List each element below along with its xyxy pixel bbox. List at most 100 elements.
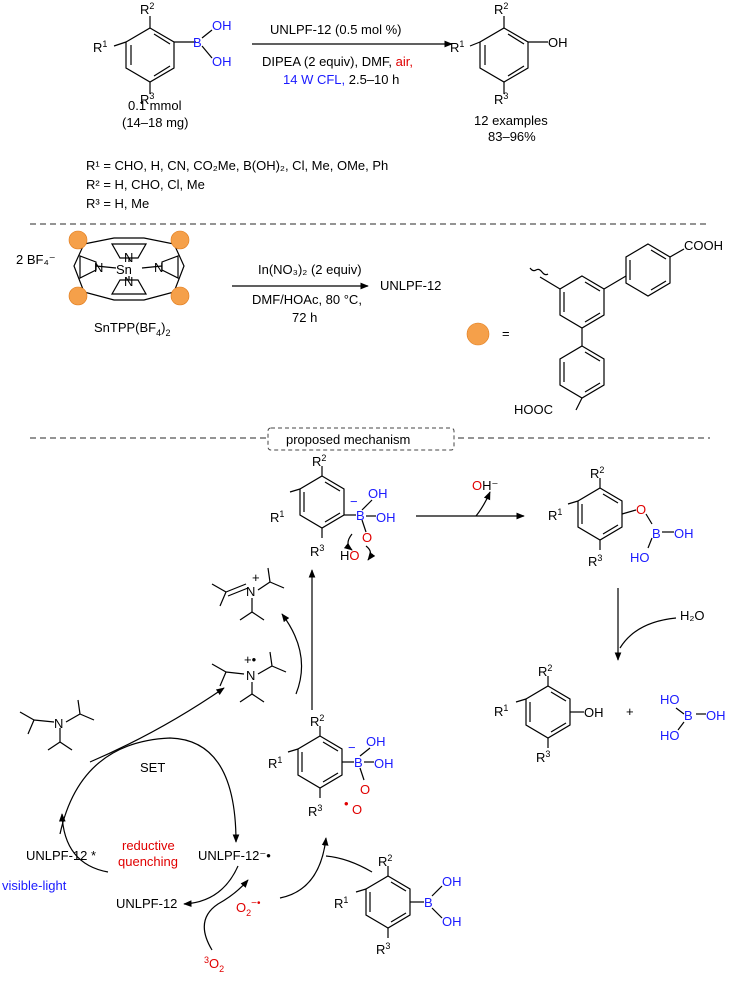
reoxidation-arc xyxy=(183,865,239,907)
svg-text:R3: R3 xyxy=(494,91,508,107)
svg-text:B: B xyxy=(193,35,202,50)
svg-text:B: B xyxy=(356,508,365,523)
excitation-arc xyxy=(58,813,109,873)
svg-text:R1: R1 xyxy=(334,895,348,911)
svg-text:OH: OH xyxy=(374,756,394,771)
boronate-peroxyl-radical: R2 R1 R3 B − OH OH O • O xyxy=(268,713,394,819)
mechanism-title-box xyxy=(267,427,455,451)
svg-text:HO: HO xyxy=(660,728,680,743)
plus-sign: + xyxy=(626,704,634,719)
equals-sign: = xyxy=(502,326,510,341)
svg-text:OH: OH xyxy=(212,18,232,33)
svg-text:+•: +• xyxy=(244,652,257,667)
substrate-amount: 0.1 mmol xyxy=(128,98,182,113)
top-conditions-light: 14 W CFL, 2.5–10 h xyxy=(283,72,399,87)
svg-text:OH: OH xyxy=(548,35,568,50)
substrate-boronic-acid: R2 R1 R3 B OH OH xyxy=(93,1,232,107)
yield-range: 83–96% xyxy=(488,129,536,144)
svg-text:COOH: COOH xyxy=(684,238,723,253)
svg-text:+: + xyxy=(252,570,260,585)
product-phenol: R2 R1 R3 OH xyxy=(450,1,568,107)
set-label: SET xyxy=(140,760,165,775)
svg-text:OH: OH xyxy=(366,734,386,749)
svg-text:R1: R1 xyxy=(450,39,464,55)
svg-text:R2: R2 xyxy=(140,1,154,17)
synthesis-product: UNLPF-12 xyxy=(380,278,441,293)
dipea-amine: N xyxy=(19,699,95,751)
oxidation-curved-arrow xyxy=(281,613,303,695)
oxygen-reduction-arrow xyxy=(203,879,249,951)
iminium-ion: N + xyxy=(211,567,285,621)
set-arrow xyxy=(89,687,225,763)
svg-text:R1: R1 xyxy=(270,509,284,525)
svg-text:R3: R3 xyxy=(308,803,322,819)
mechanism-arylboronic-acid: R2 R1 R3 B OH OH xyxy=(334,853,462,957)
svg-text:B: B xyxy=(684,708,693,723)
terphenyl-linker: COOH HOOC xyxy=(514,238,723,417)
aryl-borate-ester: R2 R1 R3 O B OH HO xyxy=(548,465,694,569)
hydroxide-label: OH⁻ xyxy=(472,478,498,493)
top-reagent: UNLPF-12 (0.5 mol %) xyxy=(270,22,401,37)
amine-radical-cation: N +• xyxy=(211,651,287,703)
svg-text:OH: OH xyxy=(376,510,396,525)
svg-text:N: N xyxy=(54,716,63,731)
svg-text:HOOC: HOOC xyxy=(514,402,553,417)
reductive-label: reductive xyxy=(122,838,175,853)
triplet-oxygen-label: 3O2 xyxy=(204,955,224,974)
svg-text:Sn: Sn xyxy=(116,262,132,277)
quench-arc xyxy=(59,737,240,843)
svg-text:OH: OH xyxy=(368,486,388,501)
pf-excited: UNLPF-12 * xyxy=(26,848,96,863)
svg-text:N: N xyxy=(246,584,255,599)
svg-text:N: N xyxy=(246,668,255,683)
pf-radical-anion: UNLPF-12⁻• xyxy=(198,848,271,863)
svg-text:O: O xyxy=(360,782,370,797)
superoxide-addition-arrow xyxy=(279,837,329,899)
synthesis-conditions: DMF/HOAc, 80 °C, xyxy=(252,292,362,307)
svg-text:N: N xyxy=(94,260,103,275)
svg-text:R2: R2 xyxy=(312,453,326,469)
pf-ground: UNLPF-12 xyxy=(116,896,177,911)
bf4-counterion: 2 BF₄⁻ xyxy=(16,252,56,267)
svg-text:N: N xyxy=(124,274,133,289)
svg-text:R3: R3 xyxy=(588,553,602,569)
svg-text:R3: R3 xyxy=(310,543,324,559)
r1-definition: R¹ = CHO, H, CN, CO₂Me, B(OH)₂, Cl, Me, … xyxy=(86,158,388,173)
svg-text:N: N xyxy=(154,260,163,275)
top-conditions: DIPEA (2 equiv), DMF, air, xyxy=(262,54,413,69)
svg-text:R3: R3 xyxy=(536,749,550,765)
svg-text:N: N xyxy=(124,250,133,265)
svg-text:OH: OH xyxy=(212,54,232,69)
svg-text:HO: HO xyxy=(340,548,360,563)
svg-text:R1: R1 xyxy=(494,703,508,719)
svg-text:OH: OH xyxy=(584,705,604,720)
superoxide-label: O2−• xyxy=(236,898,261,918)
porphyrin-structure: N N N N Sn xyxy=(68,230,190,306)
svg-text:B: B xyxy=(652,526,661,541)
r3-definition: R³ = H, Me xyxy=(86,196,149,211)
svg-text:R1: R1 xyxy=(93,39,107,55)
svg-text:R2: R2 xyxy=(310,713,324,729)
synthesis-reagent: In(NO₃)₂ (2 equiv) xyxy=(258,262,362,277)
svg-text:O: O xyxy=(362,530,372,545)
svg-text:OH: OH xyxy=(674,526,694,541)
visible-light-label: visible-light xyxy=(2,878,67,893)
svg-text:•: • xyxy=(344,796,349,811)
water-label: H₂O xyxy=(680,608,705,623)
svg-text:R3: R3 xyxy=(376,941,390,957)
r2-definition: R² = H, CHO, Cl, Me xyxy=(86,177,205,192)
boric-acid: HO B OH HO xyxy=(660,692,726,743)
quenching-label: quenching xyxy=(118,854,178,869)
svg-text:R2: R2 xyxy=(590,465,604,481)
svg-text:OH: OH xyxy=(442,914,462,929)
svg-text:HO: HO xyxy=(630,550,650,565)
mechanism-phenol: R2 R1 R3 OH xyxy=(494,663,604,765)
mechanism-title: proposed mechanism xyxy=(286,432,410,447)
svg-text:−: − xyxy=(348,740,356,755)
svg-text:R2: R2 xyxy=(494,1,508,17)
svg-text:B: B xyxy=(354,755,363,770)
svg-text:OH: OH xyxy=(706,708,726,723)
boronate-peroxide: R2 R1 R3 B − OH OH O HO xyxy=(270,453,396,563)
linker-bead-icon xyxy=(466,322,490,346)
